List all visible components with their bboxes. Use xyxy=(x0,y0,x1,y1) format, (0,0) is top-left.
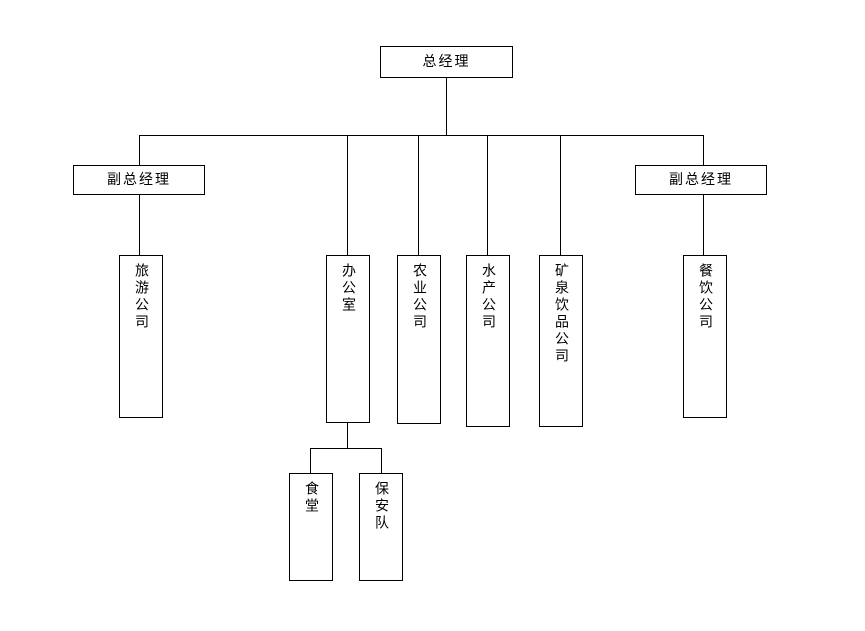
node-aquatic-company-label: 水产公司 xyxy=(480,263,496,331)
connector-drop-deputy-right xyxy=(703,135,704,165)
node-deputy-right[interactable]: 副总经理 xyxy=(635,165,767,195)
connector-drop-canteen xyxy=(310,448,311,473)
node-tourism-company[interactable]: 旅游公司 xyxy=(119,255,163,418)
node-general-manager[interactable]: 总经理 xyxy=(380,46,513,78)
connector-drop-deputy-left xyxy=(139,135,140,165)
node-agriculture-company[interactable]: 农业公司 xyxy=(397,255,441,424)
node-deputy-left-label: 副总经理 xyxy=(107,171,171,188)
node-mineral-water-company-label: 矿泉饮品公司 xyxy=(553,263,569,365)
node-deputy-left[interactable]: 副总经理 xyxy=(73,165,205,195)
connector-office-stem xyxy=(347,423,348,448)
node-mineral-water-company[interactable]: 矿泉饮品公司 xyxy=(539,255,583,427)
node-security-team[interactable]: 保安队 xyxy=(359,473,403,581)
connector-drop-mineral-water xyxy=(560,135,561,255)
connector-drop-security-team xyxy=(381,448,382,473)
node-catering-company-label: 餐饮公司 xyxy=(697,263,713,331)
connector-gm-stem xyxy=(446,78,447,135)
node-office-label: 办公室 xyxy=(340,263,356,314)
connector-drop-agriculture xyxy=(418,135,419,255)
connector-office-bus xyxy=(310,448,382,449)
node-deputy-right-label: 副总经理 xyxy=(669,171,733,188)
connector-drop-aquatic xyxy=(487,135,488,255)
node-general-manager-label: 总经理 xyxy=(422,53,471,70)
node-security-team-label: 保安队 xyxy=(373,481,389,532)
connector-deputy-right-to-catering xyxy=(703,195,704,255)
node-office[interactable]: 办公室 xyxy=(326,255,370,423)
node-catering-company[interactable]: 餐饮公司 xyxy=(683,255,727,418)
node-aquatic-company[interactable]: 水产公司 xyxy=(466,255,510,427)
node-agriculture-company-label: 农业公司 xyxy=(411,263,427,331)
node-canteen-label: 食堂 xyxy=(303,481,319,515)
connector-deputy-left-to-tourism xyxy=(139,195,140,255)
node-tourism-company-label: 旅游公司 xyxy=(133,263,149,331)
connector-main-bus xyxy=(139,135,704,136)
connector-drop-office xyxy=(347,135,348,255)
node-canteen[interactable]: 食堂 xyxy=(289,473,333,581)
